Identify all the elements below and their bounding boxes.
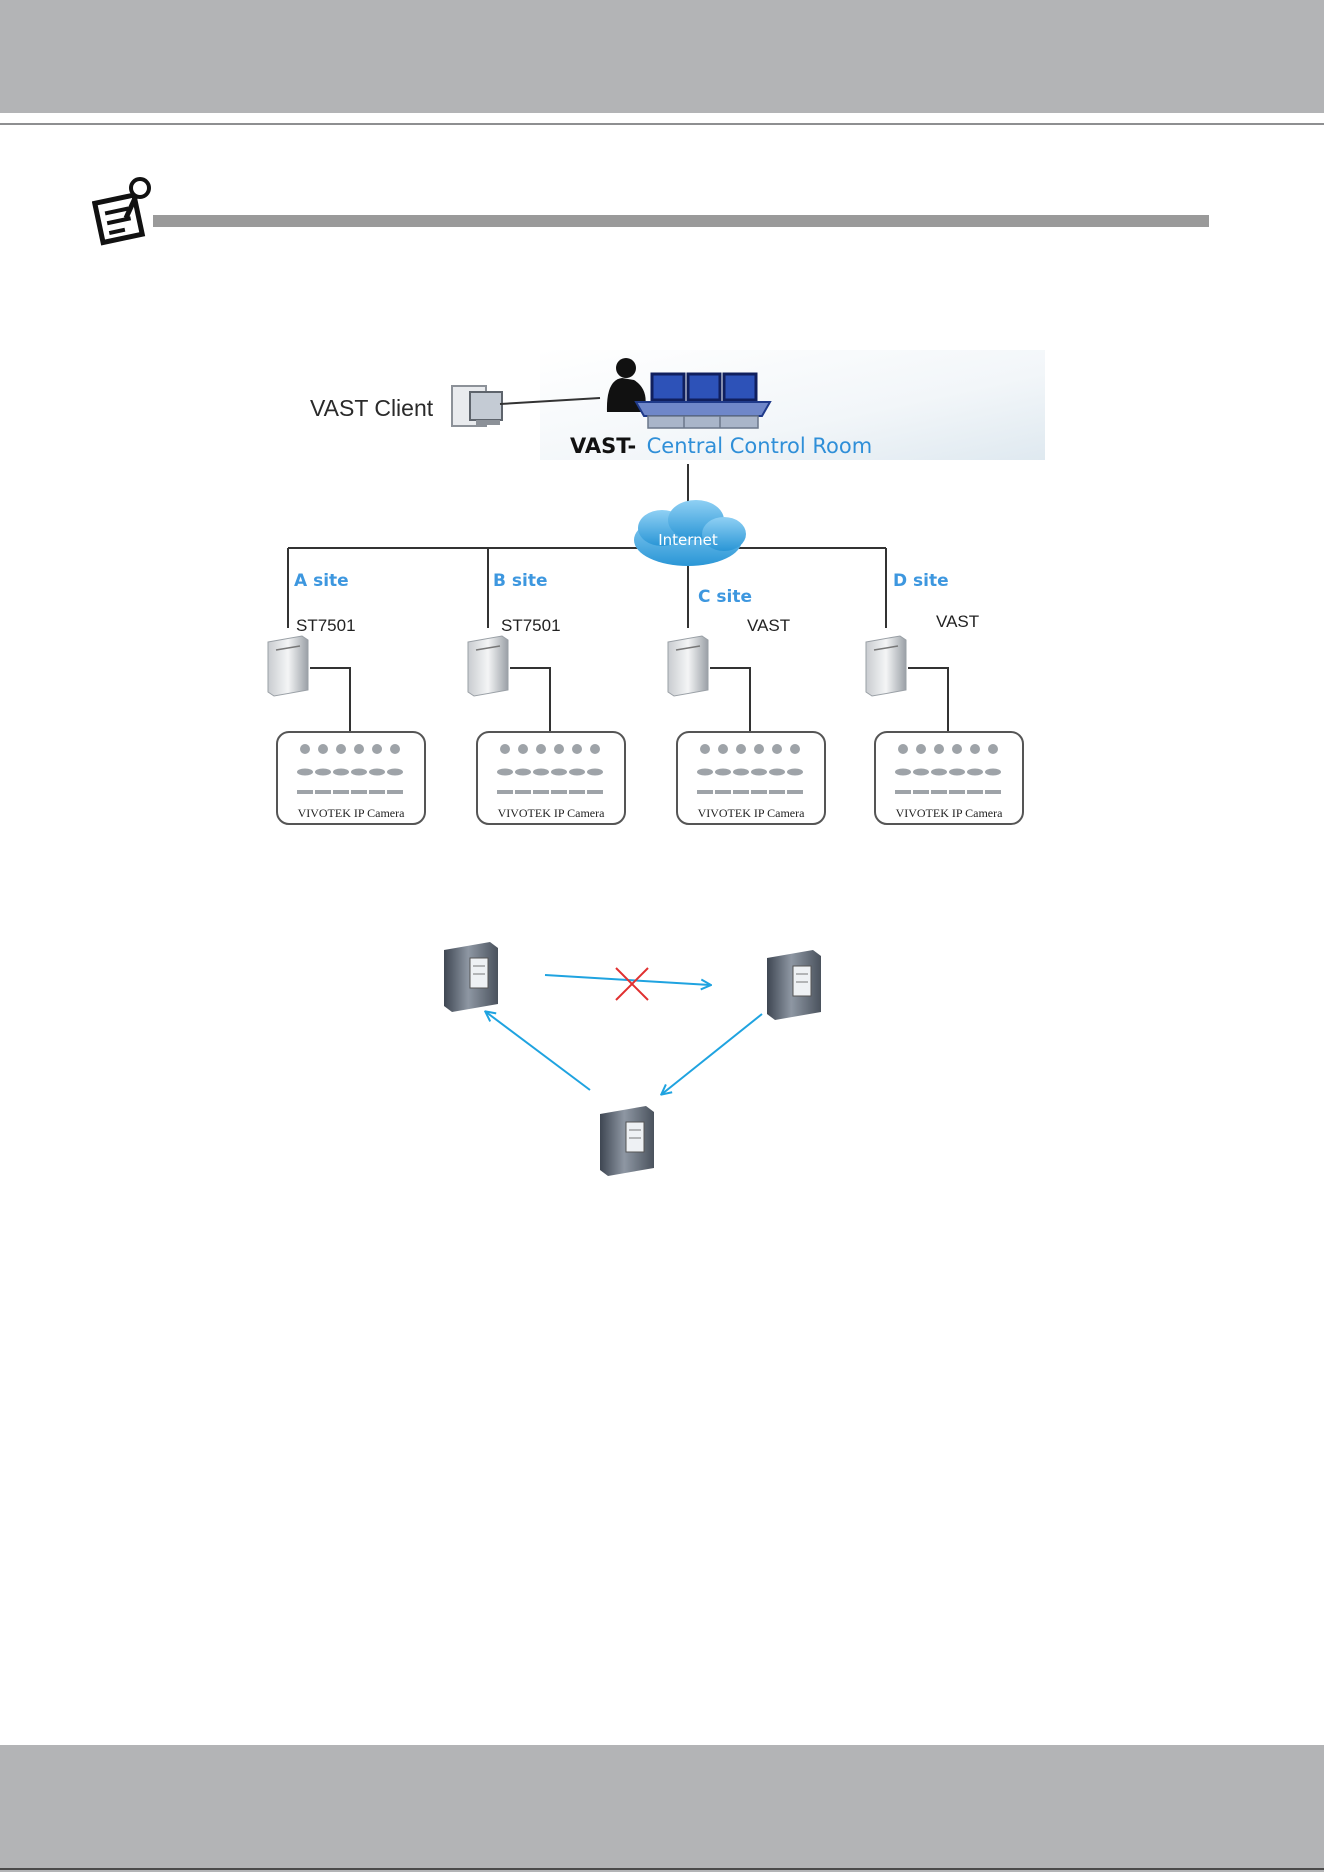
server-icon <box>468 636 508 696</box>
site-d-model: VAST <box>936 612 979 631</box>
site-c-model: VAST <box>747 616 790 635</box>
camera-icon: VIVOTEK IP Camera <box>277 732 425 824</box>
control-room-label: Central Control Room <box>647 434 873 458</box>
site-a: A site ST7501 VIVOTEK IP Camera <box>268 548 425 824</box>
site-d: D site VAST VIVOTEK IP Camera <box>866 548 1023 824</box>
right-to-bottom-arrow <box>662 1014 762 1094</box>
site-a-camera-label: VIVOTEK IP Camera <box>298 806 406 820</box>
computer-icon <box>452 386 502 426</box>
site-b-camera-label: VIVOTEK IP Camera <box>498 806 606 820</box>
site-a-name: A site <box>294 571 349 591</box>
site-b-name: B site <box>493 571 547 591</box>
server-icon <box>668 636 708 696</box>
site-c-name: C site <box>698 587 752 607</box>
monitor-wall-icon <box>636 374 770 428</box>
site-b: B site ST7501 VIVOTEK IP Camera <box>468 548 625 824</box>
server-icon <box>866 636 906 696</box>
footer-rule <box>0 1868 1324 1870</box>
vast-label: VAST- <box>570 434 636 458</box>
server-icon <box>268 636 308 696</box>
site-d-camera-label: VIVOTEK IP Camera <box>896 806 1004 820</box>
red-x-icon <box>616 968 648 1000</box>
camera-icon: VIVOTEK IP Camera <box>875 732 1023 824</box>
server-icon <box>444 942 498 1012</box>
server-icon <box>600 1106 654 1176</box>
site-d-name: D site <box>893 571 949 591</box>
site-c: C site VAST VIVOTEK IP Camera <box>668 566 825 824</box>
footer-band <box>0 1745 1324 1872</box>
internet-label: Internet <box>658 531 718 549</box>
camera-icon: VIVOTEK IP Camera <box>477 732 625 824</box>
bottom-to-left-arrow <box>486 1012 590 1090</box>
server-icon <box>767 950 821 1020</box>
control-room-title: VAST- Central Control Room <box>570 434 872 458</box>
site-a-model: ST7501 <box>296 616 356 635</box>
camera-icon: VIVOTEK IP Camera <box>677 732 825 824</box>
site-c-camera-label: VIVOTEK IP Camera <box>698 806 806 820</box>
site-b-model: ST7501 <box>501 616 561 635</box>
client-label: VAST Client <box>310 395 434 421</box>
